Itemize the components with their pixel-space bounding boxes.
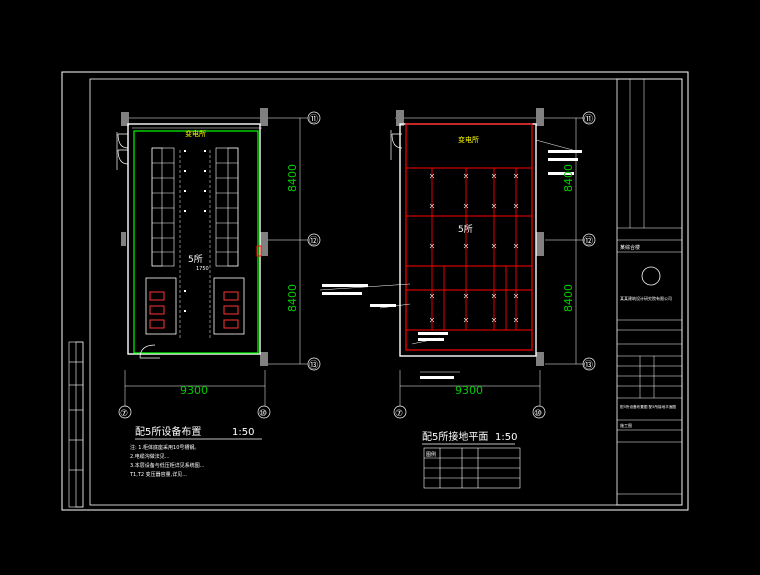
right-axis-left: ⑦	[395, 409, 403, 419]
project-name: 某综合楼	[620, 244, 640, 251]
left-column-top-left	[121, 112, 129, 126]
inner-frame	[89, 78, 683, 506]
left-note-4: T1,T2 变压器容量,详见...	[129, 471, 187, 478]
left-substation-label: 变电所	[185, 129, 206, 138]
right-plan-scale: 1:50	[495, 432, 517, 443]
left-room-label: 5所	[188, 254, 203, 265]
title-block: 某综合楼 某某建筑设计研究院有限公司 配5所设备布置图 配5所接地平面图 施工图	[616, 78, 683, 506]
company-name: 某某建筑设计研究院有限公司	[620, 295, 672, 301]
left-cabinet-row	[151, 147, 175, 267]
right-plan-title: 配5所接地平面	[422, 430, 488, 443]
left-axis-bottom: ⑬	[309, 360, 318, 371]
left-green-wall-outline	[133, 130, 259, 354]
right-column-bottom-right	[536, 352, 544, 366]
left-note-3: 3.本层设备与低压柜详见系统图...	[130, 462, 205, 469]
transformer-t1	[145, 277, 177, 335]
right-plan-grounding: 5所 变电所 8400 8400 9300	[319, 108, 596, 489]
left-plan-equipment-layout: 5所 变电所 1750 8400 8400 9300 ⑪ ⑫ ⑬ ⑦ ⑩ 配5所…	[116, 108, 321, 478]
right-column-top-left	[396, 110, 404, 126]
ground-electrode-markers	[429, 173, 519, 323]
right-column-mid-right	[536, 232, 544, 256]
right-cabinet-row	[215, 147, 239, 267]
left-note-2: 2.电缆沟做法见...	[130, 453, 170, 460]
left-axis-left: ⑦	[120, 409, 128, 419]
left-dim-small: 1750	[196, 266, 209, 272]
left-axis-mid: ⑫	[309, 236, 318, 247]
legend-table	[423, 447, 521, 489]
right-dim-upper: 8400	[562, 164, 575, 192]
right-axis-mid: ⑫	[584, 236, 593, 247]
left-axis-top: ⑪	[309, 114, 318, 125]
left-note-1: 注: 1.柜体底座采用10号槽钢。	[130, 444, 199, 451]
drawing-stage: 施工图	[620, 422, 632, 428]
left-plan-title: 配5所设备布置	[135, 425, 201, 438]
grounding-ring	[405, 123, 533, 351]
right-axis-right: ⑩	[534, 409, 542, 419]
outer-frame	[61, 71, 689, 511]
left-column-mid-right	[260, 232, 268, 256]
legend-title: 图例	[426, 451, 436, 458]
left-dim-upper: 8400	[286, 164, 299, 192]
right-column-top-right	[536, 108, 544, 126]
left-column-top-right	[260, 108, 268, 126]
right-axis-top: ⑪	[584, 114, 593, 125]
right-axis-bottom: ⑬	[584, 360, 593, 371]
right-substation-label: 变电所	[458, 135, 479, 144]
left-column-bottom-right	[260, 352, 268, 366]
left-side-strip	[68, 341, 84, 508]
left-dim-lower: 8400	[286, 284, 299, 312]
right-dim-width: 9300	[455, 384, 483, 397]
left-axis-right: ⑩	[259, 409, 267, 419]
transformer-t2	[213, 277, 245, 335]
left-plan-scale: 1:50	[232, 427, 254, 438]
left-dim-width: 9300	[180, 384, 208, 397]
right-dim-lower: 8400	[562, 284, 575, 312]
grounding-grid	[406, 167, 532, 331]
right-room-label: 5所	[458, 224, 473, 235]
left-column-mid-left	[121, 232, 126, 246]
drawing-name: 配5所设备布置图 配5所接地平面图	[620, 404, 676, 409]
company-seal	[641, 266, 661, 286]
